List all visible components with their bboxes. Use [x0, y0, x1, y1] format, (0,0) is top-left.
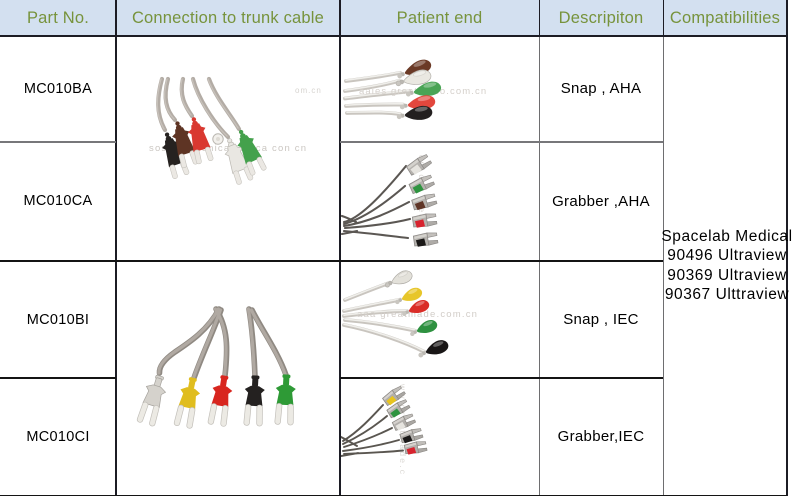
- svg-text:sos electronicamedica con cn: sos electronicamedica con cn: [149, 143, 307, 154]
- svg-text:aaa greatmade.com.cn: aaa greatmade.com.cn: [357, 309, 478, 320]
- svg-text:om.cn: om.cn: [295, 86, 322, 95]
- svg-text:ww.greatmade.c: ww.greatmade.c: [398, 383, 408, 476]
